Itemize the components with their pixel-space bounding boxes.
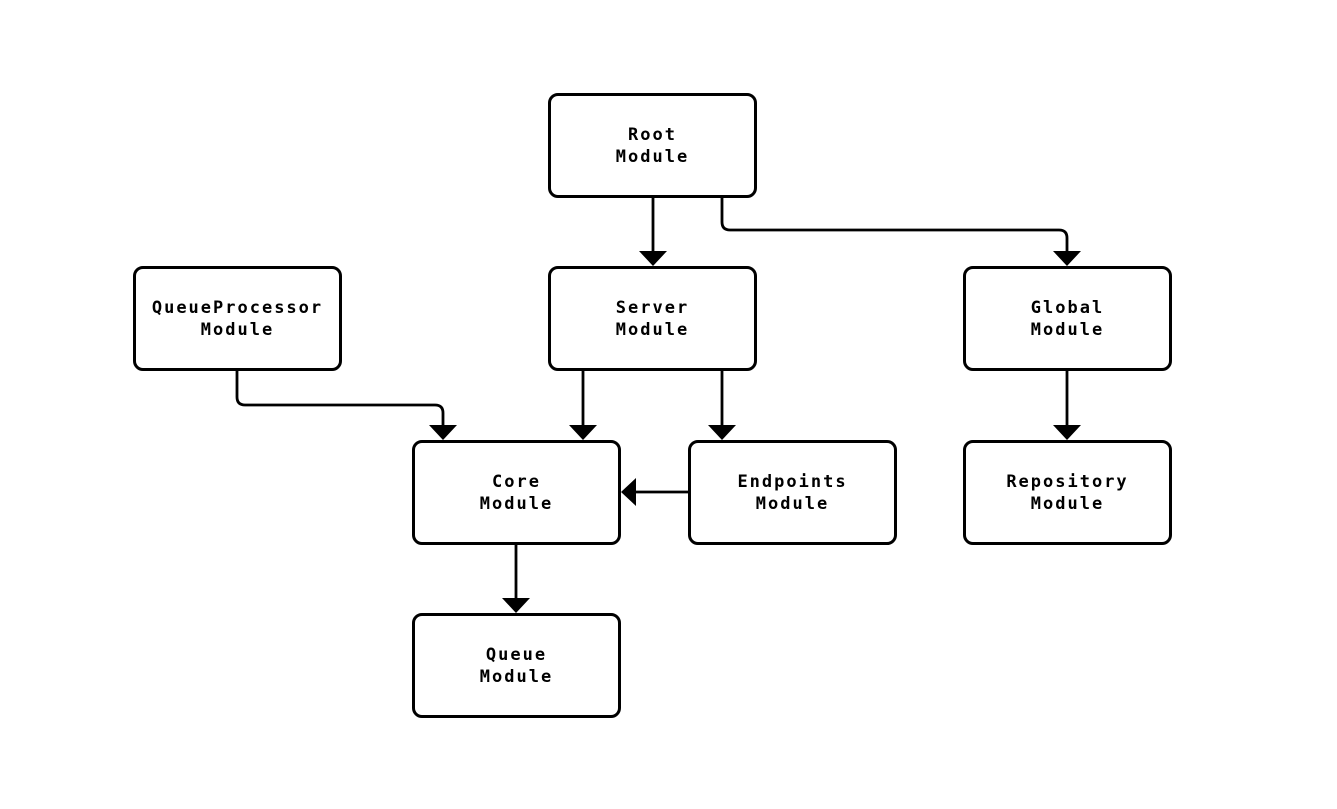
edge-root-to-server: [639, 198, 667, 266]
arrowhead-icon: [1053, 425, 1081, 440]
node-global-module-label: Global Module: [1030, 297, 1105, 340]
edge-endpoints-to-core: [621, 478, 688, 506]
node-core-module: Core Module: [412, 440, 621, 545]
node-endpoints-module-label: Endpoints Module: [737, 471, 848, 514]
node-server-module: Server Module: [548, 266, 757, 371]
node-repository-module-label: Repository Module: [1006, 471, 1129, 514]
arrowhead-icon: [1053, 251, 1081, 266]
node-queue-module-label: Queue Module: [479, 644, 554, 687]
arrowhead-icon: [502, 598, 530, 613]
node-queue-module: Queue Module: [412, 613, 621, 718]
node-root-module: Root Module: [548, 93, 757, 198]
node-core-module-label: Core Module: [479, 471, 554, 514]
node-root-module-label: Root Module: [615, 124, 690, 167]
edge-core-to-queue: [502, 545, 530, 613]
arrowhead-icon: [569, 425, 597, 440]
arrowhead-icon: [429, 425, 457, 440]
edge-server-to-core: [569, 371, 597, 440]
edge-global-to-repository: [1053, 371, 1081, 440]
node-queueprocessor-module: QueueProcessor Module: [133, 266, 342, 371]
edge-root-to-global: [720, 198, 1081, 266]
edge-server-to-endpoints: [708, 371, 736, 440]
node-repository-module: Repository Module: [963, 440, 1172, 545]
arrowhead-icon: [639, 251, 667, 266]
edge-queueprocessor-to-core: [235, 371, 457, 440]
node-endpoints-module: Endpoints Module: [688, 440, 897, 545]
node-server-module-label: Server Module: [615, 297, 690, 340]
node-queueprocessor-module-label: QueueProcessor Module: [151, 297, 324, 340]
node-global-module: Global Module: [963, 266, 1172, 371]
arrowhead-icon: [621, 478, 636, 506]
arrowhead-icon: [708, 425, 736, 440]
